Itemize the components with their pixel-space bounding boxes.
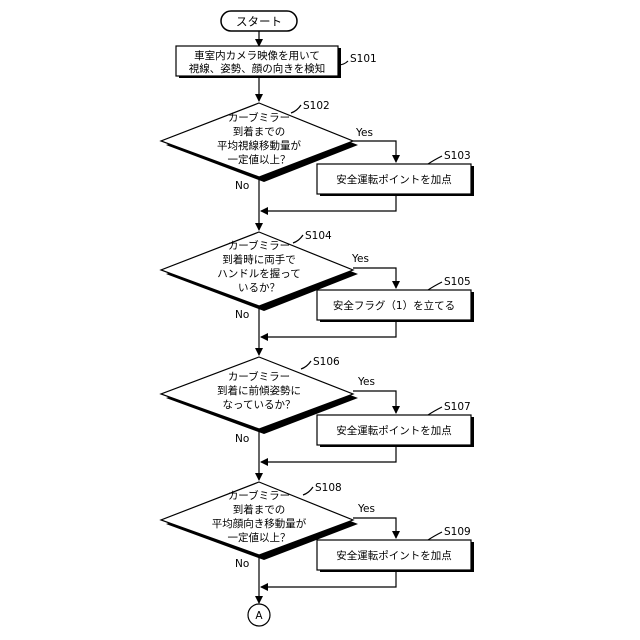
s104-line-4: いるか？ <box>238 282 280 294</box>
s102-line-2: 到着までの <box>233 125 286 138</box>
step-label-s105: S105 <box>444 276 471 288</box>
s104-line-3: ハンドルを握って <box>217 267 300 280</box>
step-label-s103: S103 <box>444 150 471 162</box>
step-label-s102: S102 <box>303 100 330 112</box>
s108-line-1: カーブミラー <box>228 489 290 502</box>
arrow-s107-merge <box>261 445 396 462</box>
s106-no-label: No <box>235 433 249 445</box>
s104-line-2: 到着時に両手で <box>222 253 296 266</box>
s106-line-1: カーブミラー <box>228 370 290 383</box>
s101-line-2: 視線、姿勢、顔の向きを検知 <box>189 62 326 75</box>
leader-s103 <box>428 156 442 164</box>
arrow-s105-merge <box>261 320 396 337</box>
start-terminal: スタート <box>221 11 297 31</box>
step-label-s101: S101 <box>350 53 377 65</box>
s105-text: 安全フラグ（1）を立てる <box>333 299 455 312</box>
s108-no-label: No <box>235 558 249 570</box>
process-s109: 安全運転ポイントを加点 <box>317 540 474 572</box>
step-label-s107: S107 <box>444 401 471 413</box>
leader-s104 <box>293 235 303 243</box>
s106-line-3: なっているか？ <box>223 399 296 411</box>
s102-line-3: 平均視線移動量が <box>217 139 301 152</box>
arrow-s102-yes <box>353 141 396 162</box>
leader-s108 <box>303 487 313 495</box>
s102-yes-label: Yes <box>355 127 373 139</box>
leader-s106 <box>301 361 311 369</box>
s109-text: 安全運転ポイントを加点 <box>336 549 452 562</box>
s104-yes-label: Yes <box>351 253 369 265</box>
step-label-s104: S104 <box>305 230 332 242</box>
s102-no-label: No <box>235 180 249 192</box>
leader-s107 <box>428 407 442 415</box>
s102-line-1: カーブミラー <box>228 111 290 124</box>
process-s103: 安全運転ポイントを加点 <box>317 164 474 196</box>
arrow-s104-yes <box>353 268 396 288</box>
s104-line-1: カーブミラー <box>228 239 290 252</box>
s108-line-4: 一定値以上？ <box>228 531 291 544</box>
s104-no-label: No <box>235 309 249 321</box>
s108-line-2: 到着までの <box>233 503 286 516</box>
step-label-s108: S108 <box>315 482 342 494</box>
leader-s102 <box>291 105 301 113</box>
process-s107: 安全運転ポイントを加点 <box>317 415 474 447</box>
process-s101: 車室内カメラ映像を用いて 視線、姿勢、顔の向きを検知 <box>176 46 341 78</box>
arrow-s103-merge <box>261 194 396 211</box>
s103-text: 安全運転ポイントを加点 <box>336 173 452 186</box>
arrow-s106-yes <box>353 391 396 413</box>
leader-s109 <box>428 532 442 540</box>
arrow-s108-yes <box>353 518 396 538</box>
s108-line-3: 平均顔向き移動量が <box>212 517 307 530</box>
s106-yes-label: Yes <box>357 376 375 388</box>
start-label: スタート <box>236 15 282 29</box>
leader-s105 <box>428 282 442 290</box>
s108-yes-label: Yes <box>357 503 375 515</box>
connector-a: A <box>248 604 270 626</box>
step-label-s109: S109 <box>444 526 471 538</box>
connector-label: A <box>255 610 263 622</box>
arrow-s109-merge <box>261 570 396 587</box>
step-label-s106: S106 <box>313 356 340 368</box>
process-s105: 安全フラグ（1）を立てる <box>317 290 474 322</box>
s101-line-1: 車室内カメラ映像を用いて <box>194 49 320 62</box>
s107-text: 安全運転ポイントを加点 <box>336 424 452 437</box>
s106-line-2: 到着に前傾姿勢に <box>217 384 301 397</box>
s102-line-4: 一定値以上？ <box>228 153 291 166</box>
